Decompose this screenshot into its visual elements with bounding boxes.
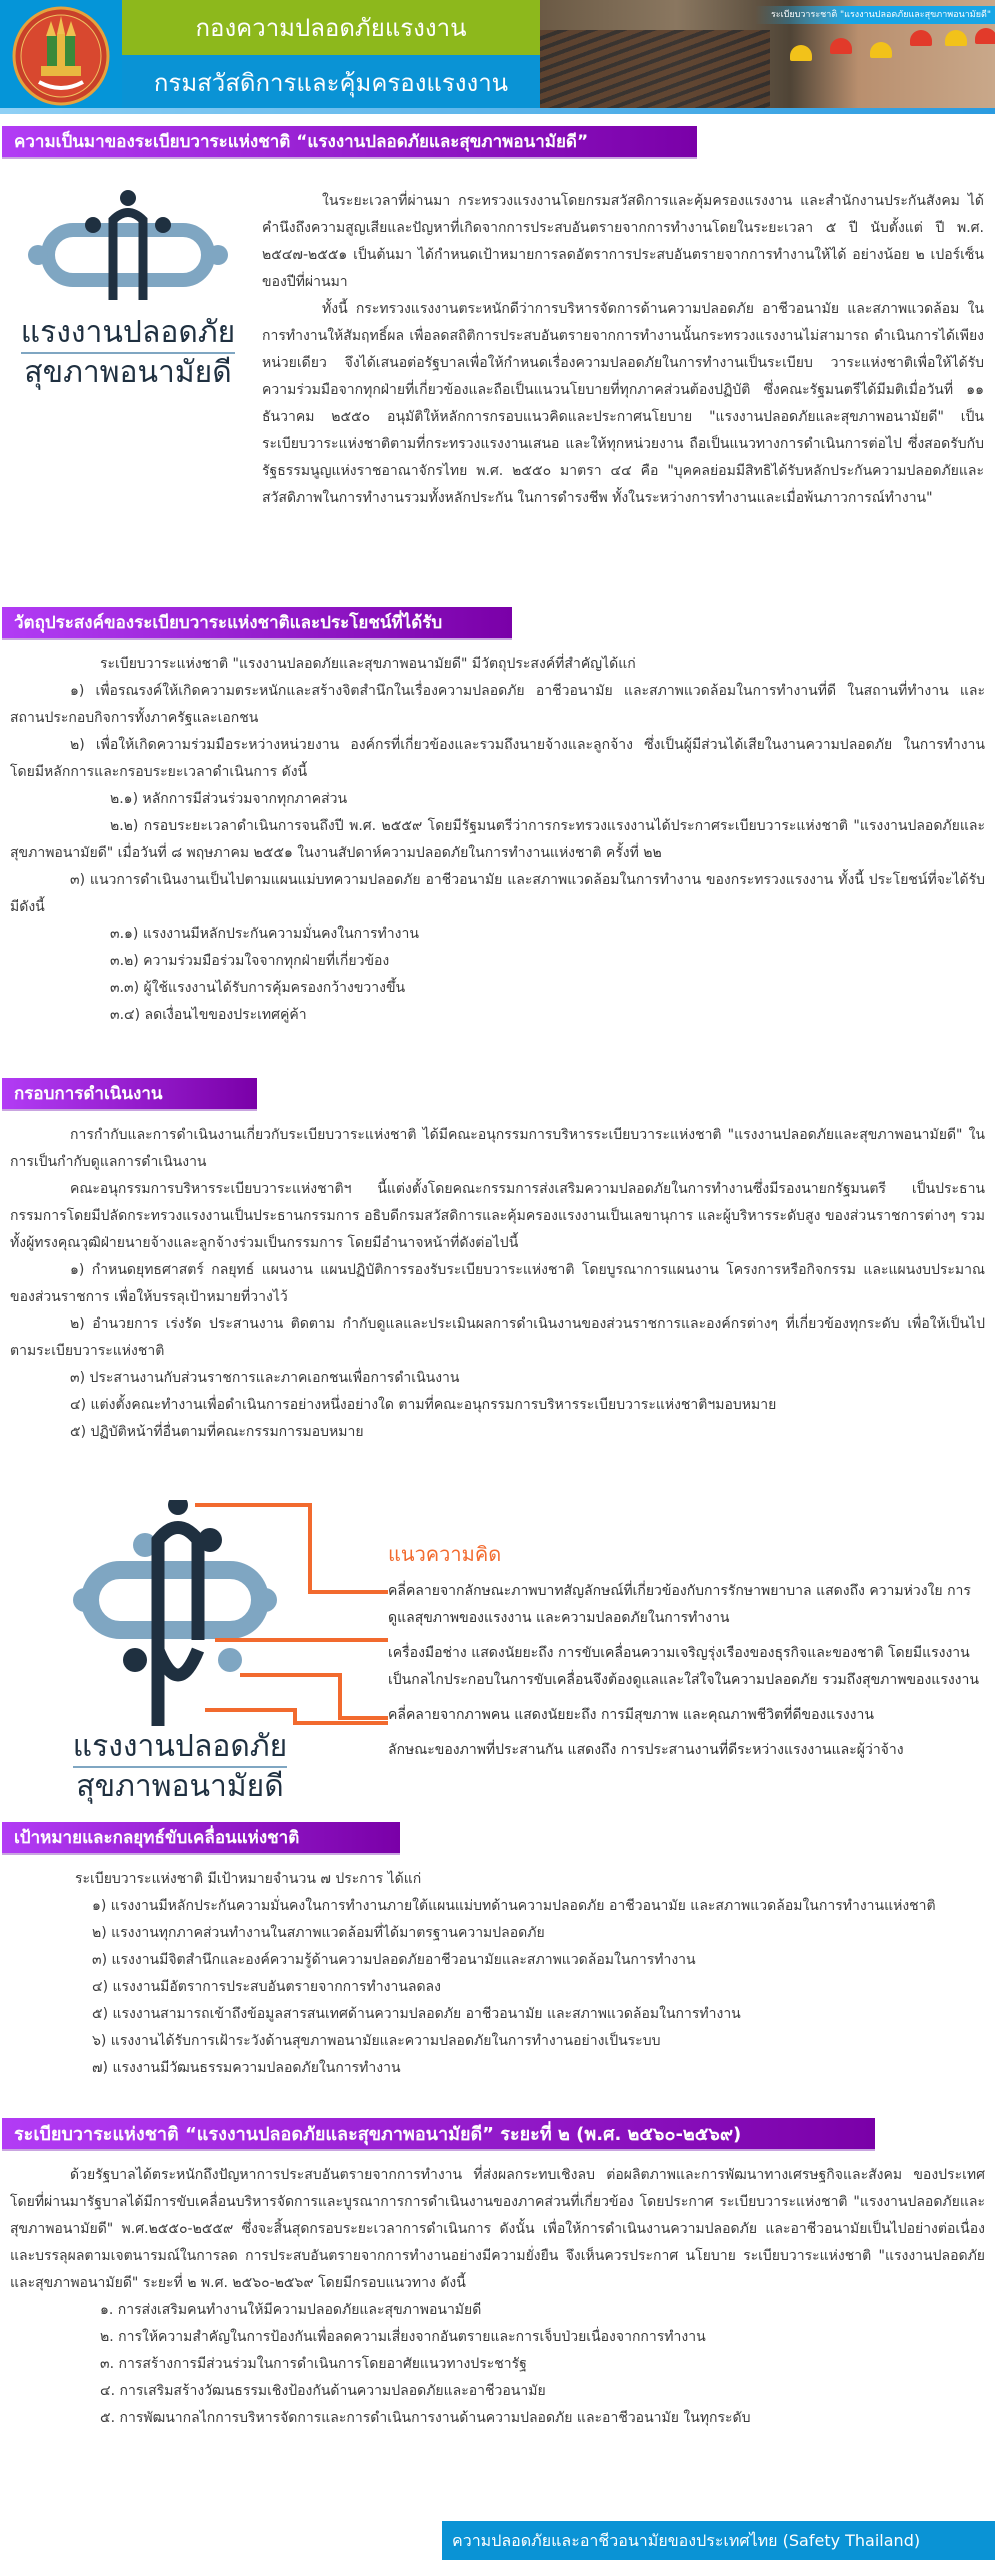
guideline-item: ๕. การพัฒนากลไกการบริหารจัดการและการดำเน… bbox=[100, 2410, 751, 2426]
campaign-logo-icon bbox=[28, 190, 228, 300]
paragraph: ในระยะเวลาที่ผ่านมา กระทรวงแรงงานโดยกรมส… bbox=[262, 193, 984, 290]
hard-hat-icon bbox=[870, 42, 892, 58]
goal-item: ๔) แรงงานมีอัตราการประสบอันตรายจากการทำง… bbox=[92, 1979, 441, 1995]
objective-subitem: ๒.๑) หลักการมีส่วนร่วมจากทุกภาคส่วน bbox=[110, 791, 348, 807]
duty-item: ๑) กำหนดยุทธศาสตร์ กลยุทธ์ แผนงาน แผนปฏิ… bbox=[10, 1262, 985, 1305]
paragraph: คณะอนุกรรมการบริหารระเบียบวาระแห่งชาติฯ … bbox=[10, 1181, 985, 1251]
guideline-item: ๓. การสร้างการมีส่วนร่วมในการดำเนินการโด… bbox=[100, 2356, 527, 2372]
objective-subitem: ๒.๒) กรอบระยะเวลาดำเนินการจนถึงปี พ.ศ. ๒… bbox=[10, 818, 985, 861]
duty-item: ๔) แต่งตั้งคณะทำงานเพื่อดำเนินการอย่างหน… bbox=[70, 1397, 777, 1413]
goal-item: ๕) แรงงานสามารถเข้าถึงข้อมูลสารสนเทศด้าน… bbox=[92, 2006, 741, 2022]
site-header: กองความปลอดภัยแรงงาน กรมสวัสดิการและคุ้ม… bbox=[0, 0, 995, 112]
objectives-text: ระเบียบวาระแห่งชาติ "แรงงานปลอดภัยและสุข… bbox=[10, 651, 985, 1029]
goal-item: ๖) แรงงานได้รับการเฝ้าระวังด้านสุขภาพอนา… bbox=[92, 2033, 661, 2049]
concept-heading: แนวความคิด bbox=[388, 1542, 502, 1566]
hard-hat-icon bbox=[945, 30, 967, 46]
guideline-item: ๑. การส่งเสริมคนทำงานให้มีความปลอดภัยและ… bbox=[100, 2302, 482, 2318]
goal-item: ๗) แรงงานมีวัฒนธรรมความปลอดภัยในการทำงาน bbox=[92, 2060, 401, 2076]
duty-item: ๓) ประสานงานกับส่วนราชการและภาคเอกชนเพื่… bbox=[70, 1370, 460, 1386]
hard-hat-icon bbox=[910, 30, 932, 46]
guideline-item: ๒. การให้ความสำคัญในการป้องกันเพื่อลดควา… bbox=[100, 2329, 706, 2345]
section-title-phase2: ระเบียบวาระแห่งชาติ “แรงงานปลอดภัยและสุข… bbox=[2, 2118, 875, 2151]
paragraph: การกำกับและการดำเนินงานเกี่ยวกับระเบียบว… bbox=[10, 1127, 985, 1170]
background-text: ในระยะเวลาที่ผ่านมา กระทรวงแรงงานโดยกรมส… bbox=[262, 188, 984, 512]
phase2-text: ด้วยรัฐบาลได้ตระหนักถึงปัญหาการประสบอันต… bbox=[10, 2162, 985, 2432]
hard-hat-icon bbox=[975, 28, 995, 44]
ministry-unit-name: กรมสวัสดิการและคุ้มครองแรงงาน bbox=[122, 55, 540, 109]
objective-item: ๒) เพื่อให้เกิดความร่วมมือระหว่างหน่วยงา… bbox=[10, 737, 985, 780]
duty-item: ๕) ปฏิบัติหน้าที่อื่นตามที่คณะกรรมการมอบ… bbox=[70, 1424, 364, 1440]
objective-item: ๑) เพื่อรณรงค์ให้เกิดความตระหนักและสร้าง… bbox=[10, 683, 985, 726]
paragraph: ทั้งนี้ กระทรวงแรงงานตระหนักดีว่าการบริห… bbox=[262, 301, 984, 506]
department-name: กองความปลอดภัยแรงงาน bbox=[122, 0, 540, 55]
department-emblem-icon bbox=[12, 6, 110, 106]
hard-hat-icon bbox=[830, 38, 852, 54]
section-title-background: ความเป็นมาของระเบียบวาระแห่งชาติ “แรงงาน… bbox=[2, 126, 697, 159]
objective-item: ๓) แนวการดำเนินงานเป็นไปตามแผนแม่บทความป… bbox=[10, 872, 985, 915]
banner-tagline: ระเบียบวาระชาติ "แรงงานปลอดภัยและสุขภาพอ… bbox=[755, 6, 995, 24]
concept-item: คลี่คลายจากลักษณะภาพบาทสัญลักษณ์ที่เกี่ย… bbox=[388, 1583, 971, 1626]
logo-line-1: แรงงานปลอดภัย bbox=[72, 1728, 288, 1768]
paragraph: ระเบียบวาระแห่งชาติ มีเป้าหมายจำนวน ๗ ปร… bbox=[75, 1871, 422, 1887]
logo-line-2: สุขภาพอนามัยดี bbox=[24, 355, 232, 390]
benefit-item: ๓.๓) ผู้ใช้แรงงานได้รับการคุ้มครองกว้างข… bbox=[110, 980, 406, 996]
guideline-item: ๔. การเสริมสร้างวัฒนธรรมเชิงป้องกันด้านค… bbox=[100, 2383, 546, 2399]
footer-safety-thailand-link[interactable]: ความปลอดภัยและอาชีวอนามัยของประเทศไทย (S… bbox=[442, 2521, 995, 2560]
goal-item: ๓) แรงงานมีจิตสำนึกและองค์ความรู้ด้านควา… bbox=[92, 1952, 696, 1968]
header-divider bbox=[0, 108, 995, 114]
logo-line-2: สุขภาพอนามัยดี bbox=[76, 1769, 284, 1804]
section-title-objectives: วัตถุประสงค์ของระเบียบวาระแห่งชาติและประ… bbox=[2, 607, 512, 640]
goal-item: ๒) แรงงานทุกภาคส่วนทำงานในสภาพแวดล้อมที่… bbox=[92, 1925, 545, 1941]
campaign-logo: แรงงานปลอดภัย สุขภาพอนามัยดี bbox=[8, 190, 248, 392]
goal-item: ๑) แรงงานมีหลักประกันความมั่นคงในการทำงา… bbox=[92, 1898, 936, 1914]
paragraph: ระเบียบวาระแห่งชาติ "แรงงานปลอดภัยและสุข… bbox=[100, 656, 636, 672]
campaign-logo-diagram-icon bbox=[73, 1500, 388, 1726]
concept-item: เครื่องมือช่าง แสดงนัยยะถึง การขับเคลื่อ… bbox=[388, 1645, 979, 1688]
benefit-item: ๓.๔) ลดเงื่อนไขของประเทศคู่ค้า bbox=[110, 1007, 307, 1023]
section-title-goals: เป้าหมายและกลยุทธ์ขับเคลื่อนแห่งชาติ bbox=[2, 1822, 400, 1855]
diagram-logo-caption: แรงงานปลอดภัย สุขภาพอนามัยดี bbox=[70, 1728, 290, 1806]
section-title-framework: กรอบการดำเนินงาน bbox=[2, 1078, 257, 1111]
header-banner-photo: ระเบียบวาระชาติ "แรงงานปลอดภัยและสุขภาพอ… bbox=[540, 0, 995, 108]
hard-hat-icon bbox=[790, 45, 812, 61]
concept-item: คลี่คลายจากภาพคน แสดงนัยยะถึง การมีสุขภา… bbox=[388, 1707, 874, 1723]
benefit-item: ๓.๑) แรงงานมีหลักประกันความมั่นคงในการทำ… bbox=[110, 926, 419, 942]
concept-item: ลักษณะของภาพที่ประสานกัน แสดงถึง การประส… bbox=[388, 1742, 904, 1758]
framework-text: การกำกับและการดำเนินงานเกี่ยวกับระเบียบว… bbox=[10, 1122, 985, 1446]
logo-line-1: แรงงานปลอดภัย bbox=[20, 314, 236, 354]
goals-text: ระเบียบวาระแห่งชาติ มีเป้าหมายจำนวน ๗ ปร… bbox=[10, 1866, 995, 2082]
concept-list: คลี่คลายจากลักษณะภาพบาทสัญลักษณ์ที่เกี่ย… bbox=[388, 1578, 983, 1772]
duty-item: ๒) อำนวยการ เร่งรัด ประสานงาน ติดตาม กำก… bbox=[10, 1316, 985, 1359]
parliament-seats-image bbox=[540, 30, 770, 108]
benefit-item: ๓.๒) ความร่วมมือร่วมใจจากทุกฝ่ายที่เกี่ย… bbox=[110, 953, 390, 969]
paragraph: ด้วยรัฐบาลได้ตระหนักถึงปัญหาการประสบอันต… bbox=[10, 2167, 985, 2291]
